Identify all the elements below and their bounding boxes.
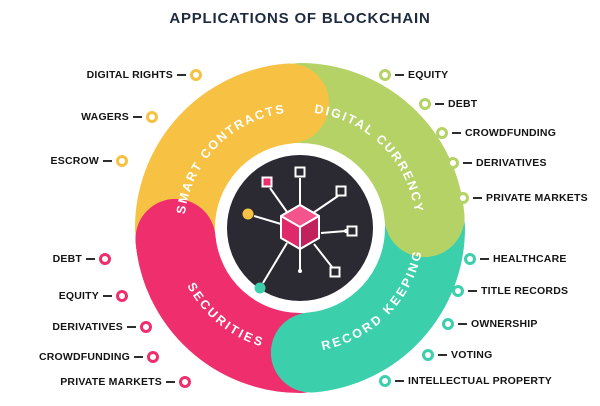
connector-dot-icon xyxy=(116,155,128,167)
list-item: INTELLECTUAL PROPERTY xyxy=(379,374,552,388)
connector-line xyxy=(438,354,447,356)
list-item: PRIVATE MARKETS xyxy=(60,375,191,389)
list-item: DEBT xyxy=(419,97,477,111)
network-node-square-pink xyxy=(261,176,273,188)
connector-dot-icon xyxy=(457,192,469,204)
connector-line xyxy=(452,132,461,134)
connector-dot-icon xyxy=(116,290,128,302)
item-label: HEALTHCARE xyxy=(493,253,567,265)
list-item: EQUITY xyxy=(379,68,448,82)
list-item: CROWDFUNDING xyxy=(436,126,556,140)
connector-line xyxy=(395,380,404,382)
network-line xyxy=(320,230,347,234)
network-node-square xyxy=(294,166,306,178)
list-item: VOTING xyxy=(422,348,492,362)
connector-line xyxy=(103,295,112,297)
connector-dot-icon xyxy=(140,321,152,333)
network-line xyxy=(253,215,282,225)
connector-dot-icon xyxy=(436,127,448,139)
network-junction-dot xyxy=(344,229,348,233)
arc-securities-cap xyxy=(135,198,227,321)
item-label: DEBT xyxy=(52,253,82,265)
connector-line xyxy=(177,74,186,76)
connector-line xyxy=(134,356,143,358)
list-item: WAGERS xyxy=(81,110,158,124)
item-label: INTELLECTUAL PROPERTY xyxy=(408,375,553,387)
item-label: TITLE RECORDS xyxy=(481,285,569,297)
network-line xyxy=(313,243,333,268)
connector-line xyxy=(435,103,444,105)
item-label: EQUITY xyxy=(408,69,449,81)
list-item: ESCROW xyxy=(51,154,128,168)
network-line xyxy=(269,187,288,213)
cube-right-face xyxy=(299,215,320,250)
connector-dot-icon xyxy=(379,375,391,387)
list-item: DEBT xyxy=(53,252,111,266)
connector-dot-icon xyxy=(190,69,202,81)
connector-dot-icon xyxy=(146,111,158,123)
connector-line xyxy=(166,381,175,383)
connector-line xyxy=(103,160,112,162)
network-line xyxy=(262,242,288,284)
connector-dot-icon xyxy=(419,98,431,110)
connector-dot-icon xyxy=(442,318,454,330)
item-label: DIGITAL RIGHTS xyxy=(86,69,173,81)
cube-icon xyxy=(280,204,320,250)
item-label: DERIVATIVES xyxy=(52,321,123,333)
connector-line xyxy=(133,116,142,118)
list-item: OWNERSHIP xyxy=(442,317,538,331)
connector-dot-icon xyxy=(464,253,476,265)
item-label: CROWDFUNDING xyxy=(38,351,130,363)
list-item: DERIVATIVES xyxy=(447,156,547,170)
item-label: DEBT xyxy=(448,98,478,110)
network-node-square xyxy=(346,225,358,237)
connector-dot-icon xyxy=(379,69,391,81)
connector-line xyxy=(127,326,136,328)
network-node-circle-teal xyxy=(254,282,266,294)
network-node-square xyxy=(335,185,347,197)
item-label: DERIVATIVES xyxy=(476,157,547,169)
connector-line xyxy=(473,197,482,199)
connector-dot-icon xyxy=(179,376,191,388)
page-title: APPLICATIONS OF BLOCKCHAIN xyxy=(169,10,431,27)
blockchain-cube-network-icon xyxy=(242,166,358,294)
connector-dot-icon xyxy=(99,253,111,265)
list-item: TITLE RECORDS xyxy=(452,284,568,298)
list-item: DERIVATIVES xyxy=(52,320,152,334)
list-item: CROWDFUNDING xyxy=(39,350,159,364)
item-label: EQUITY xyxy=(58,290,99,302)
connector-dot-icon xyxy=(447,157,459,169)
connector-line xyxy=(395,74,404,76)
connector-dot-icon xyxy=(422,349,434,361)
network-line xyxy=(312,195,339,214)
connector-dot-icon xyxy=(452,285,464,297)
connector-line xyxy=(468,290,477,292)
network-node-circle-yellow xyxy=(242,208,254,220)
list-item: PRIVATE MARKETS xyxy=(457,191,588,205)
list-item: DIGITAL RIGHTS xyxy=(87,68,202,82)
network-junction-dot xyxy=(298,269,302,273)
connector-line xyxy=(458,323,467,325)
connector-dot-icon xyxy=(147,351,159,363)
network-node-square xyxy=(329,266,341,278)
item-label: WAGERS xyxy=(81,111,129,123)
item-label: VOTING xyxy=(451,349,493,361)
item-label: CROWDFUNDING xyxy=(465,127,557,139)
connector-line xyxy=(480,258,489,260)
item-label: PRIVATE MARKETS xyxy=(60,376,162,388)
connector-line xyxy=(86,258,95,260)
connector-line xyxy=(463,162,472,164)
list-item: HEALTHCARE xyxy=(464,252,567,266)
item-label: PRIVATE MARKETS xyxy=(486,192,588,204)
item-label: ESCROW xyxy=(50,155,99,167)
list-item: EQUITY xyxy=(59,289,128,303)
item-label: OWNERSHIP xyxy=(471,318,538,330)
